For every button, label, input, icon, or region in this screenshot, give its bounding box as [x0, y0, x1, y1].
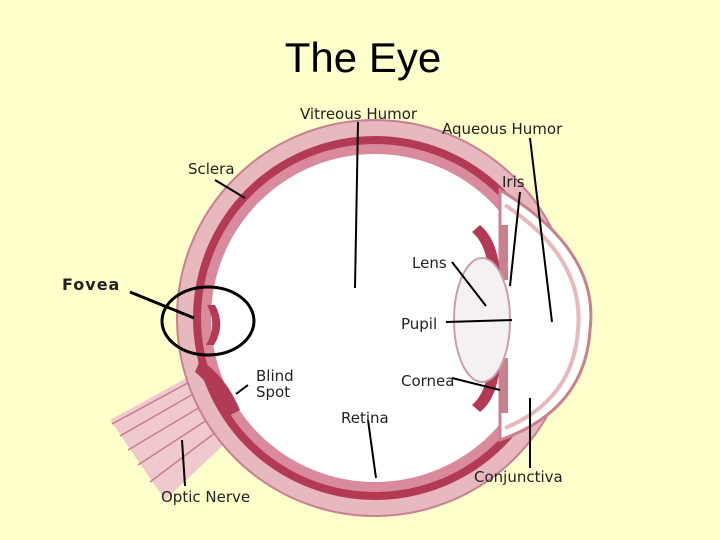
vitreous-interior [211, 154, 539, 482]
leader-lines [129, 121, 553, 487]
cornea-shape [498, 187, 593, 443]
label-optic-nerve: Optic Nerve [161, 488, 251, 506]
label-pupil: Pupil [401, 315, 438, 333]
slide-title: The Eye [284, 34, 442, 81]
label-blind-spot-line1: Blind [256, 367, 294, 385]
label-cornea: Cornea [401, 372, 455, 390]
label-conjunctiva: Conjunctiva [474, 468, 563, 486]
label-retina: Retina [341, 409, 389, 427]
optic-disc [195, 360, 240, 418]
label-lens: Lens [412, 254, 447, 272]
label-blind-spot: Blind Spot [256, 368, 294, 400]
eyeball [176, 119, 593, 517]
label-vitreous-humor: Vitreous Humor [300, 105, 418, 123]
label-sclera: Sclera [188, 160, 235, 178]
fovea-pit [206, 305, 221, 345]
label-iris: Iris [502, 173, 525, 191]
label-blind-spot-line2: Spot [256, 383, 291, 401]
label-fovea: Fovea [62, 275, 121, 294]
label-aqueous-humor: Aqueous Humor [442, 120, 563, 138]
fovea-highlight-circle [160, 285, 256, 357]
